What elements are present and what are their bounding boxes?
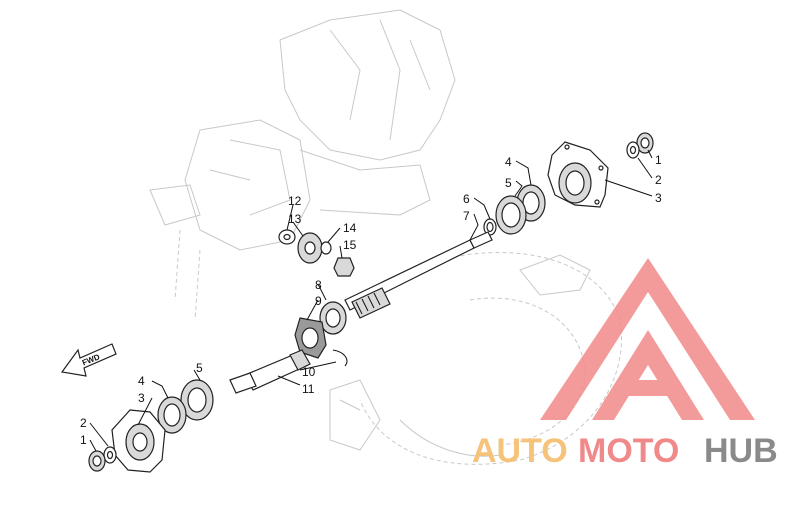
- callout-2-top: 2: [655, 173, 662, 187]
- callout-4-top: 4: [505, 155, 512, 169]
- washer-top: [626, 141, 640, 159]
- bearing-8: [319, 301, 347, 335]
- watermark-hub: HUB: [704, 432, 778, 470]
- callout-1-bottom: 1: [80, 433, 87, 447]
- watermark-logo-icon: [540, 258, 755, 420]
- washer-14: [320, 241, 332, 255]
- callout-2-bottom: 2: [80, 416, 87, 430]
- engine-background: [149, 9, 622, 465]
- callout-8: 8: [315, 278, 322, 292]
- callout-numbers: 1 2 3 4 5 6 7 8 9 10 11 12 13 14 15 5 4 …: [80, 153, 662, 447]
- callout-11: 11: [302, 382, 315, 396]
- axle-shaft: [344, 231, 493, 319]
- nut-top: [636, 132, 654, 154]
- snap-ring-10: [332, 349, 348, 367]
- seal-top: [495, 195, 527, 235]
- watermark-auto: AUTO: [472, 432, 568, 470]
- callout-14: 14: [343, 221, 357, 235]
- hub-flange-top: [547, 141, 609, 208]
- leader-lines: [89, 149, 653, 452]
- callout-5-top: 5: [505, 176, 512, 190]
- nut-15: [333, 257, 355, 277]
- washer-bottom: [103, 446, 117, 464]
- callout-15: 15: [343, 238, 357, 252]
- watermark-moto: MOTO: [578, 432, 679, 470]
- o-ring-6: [483, 218, 497, 236]
- pinion-shaft-11: [229, 349, 311, 394]
- gear-9: [294, 317, 327, 359]
- callout-6: 6: [463, 192, 470, 206]
- bearing-bottom: [157, 396, 187, 434]
- callout-9: 9: [315, 294, 322, 308]
- callout-10: 10: [302, 365, 316, 379]
- watermark-text: AUTO MOTO HUB: [472, 432, 778, 470]
- callout-1-top: 1: [655, 153, 662, 167]
- washer-12: [278, 229, 296, 245]
- callout-13: 13: [288, 212, 302, 226]
- nut-bottom: [88, 450, 106, 472]
- callout-4-bottom: 4: [138, 374, 145, 388]
- hub-flange-bottom: [111, 409, 166, 473]
- gear-13: [297, 232, 323, 264]
- callout-5-bottom: 5: [196, 361, 203, 375]
- callout-3-top: 3: [655, 191, 662, 205]
- callout-7: 7: [463, 209, 470, 223]
- callout-3-bottom: 3: [138, 391, 145, 405]
- callout-12: 12: [288, 194, 302, 208]
- fwd-arrow-icon: FWD: [60, 343, 117, 377]
- seal-bottom: [180, 379, 214, 421]
